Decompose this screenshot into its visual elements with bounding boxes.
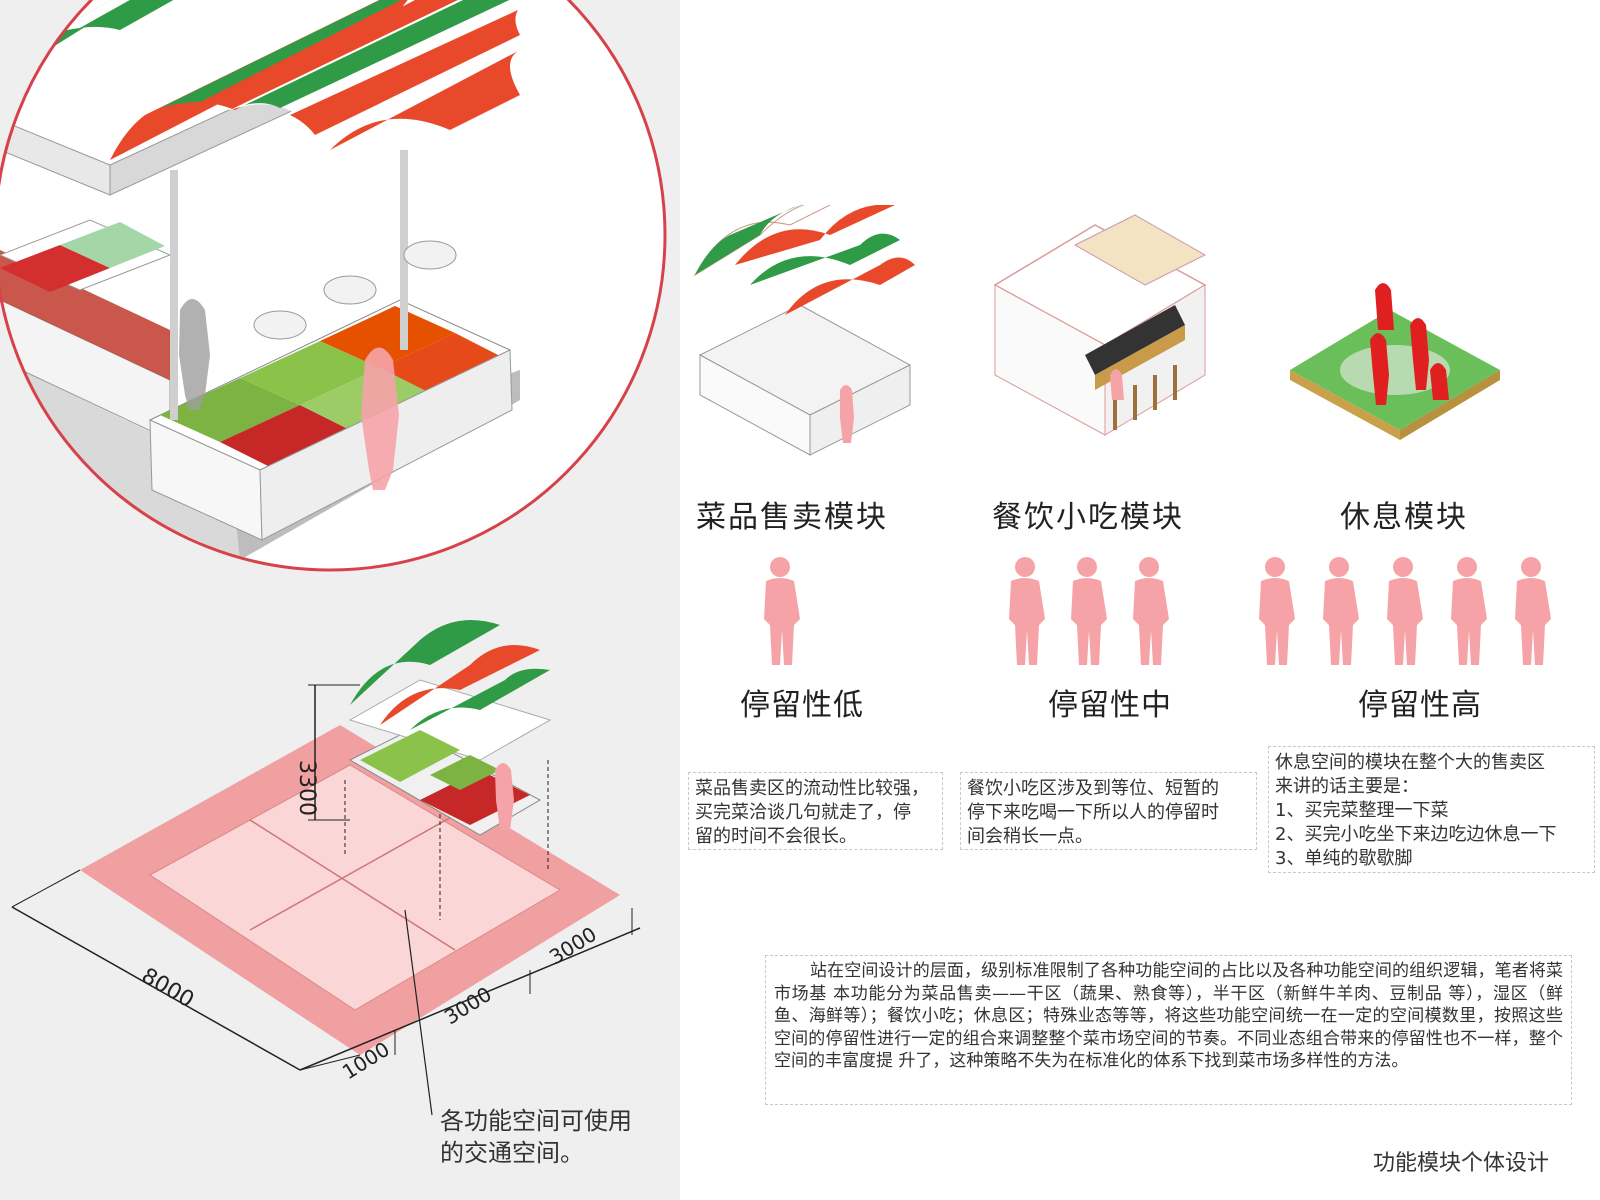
- desc-line: 停下来吃喝一下所以人的停留时: [967, 802, 1219, 823]
- snack-module-illustration: [993, 214, 1207, 436]
- desc-line: 来讲的话主要是：: [1275, 776, 1419, 797]
- summary-paragraph: 站在空间设计的层面，级别标准限制了各种功能空间的占比以及各种功能空间的组织逻辑，…: [765, 955, 1572, 1105]
- traffic-space-note: 各功能空间可使用 的交通空间。: [440, 1105, 632, 1169]
- desc-line: 1、买完菜整理一下菜: [1275, 800, 1449, 821]
- person-icon: [1515, 557, 1551, 665]
- figure-caption: 功能模块个体设计: [1373, 1151, 1550, 1176]
- desc-rest: 休息空间的模块在整个大的售卖区 来讲的话主要是： 1、买完菜整理一下菜 2、买完…: [1268, 746, 1595, 873]
- people-row-low: [764, 557, 800, 665]
- desc-line: 3、单纯的歇歇脚: [1275, 848, 1413, 869]
- dim-total: 8000: [137, 964, 198, 1014]
- person-icon: [1259, 557, 1295, 665]
- desc-line: 间会稍长一点。: [967, 826, 1093, 847]
- module-title-rest: 休息模块: [1340, 500, 1468, 535]
- stall-closeup-illustration: [0, 0, 667, 572]
- desc-line: 休息空间的模块在整个大的售卖区: [1275, 752, 1545, 773]
- person-icon: [1451, 557, 1487, 665]
- rest-module-illustration: [1290, 283, 1500, 440]
- left-panel: 3300 8000 1000 3000 3000 各功能空间可使用 的交通空间。: [0, 0, 680, 1200]
- desc-line: 菜品售卖区的流动性比较强，: [695, 778, 929, 799]
- people-row-medium: [1009, 557, 1169, 665]
- desc-line: 餐饮小吃区涉及到等位、短暂的: [967, 778, 1219, 799]
- dim-height: 3300: [294, 760, 319, 816]
- person-icon: [1323, 557, 1359, 665]
- desc-line: 买完菜洽谈几句就走了，停: [695, 802, 911, 823]
- floor-grid-diagram: 3300 8000 1000 3000 3000: [11, 620, 641, 1116]
- person-icon: [1133, 557, 1169, 665]
- person-icon: [764, 557, 800, 665]
- desc-line: 留的时间不会很长。: [695, 826, 857, 847]
- module-title-vegetable: 菜品售卖模块: [696, 500, 888, 535]
- person-icon: [1071, 557, 1107, 665]
- people-row-high: [1259, 557, 1551, 665]
- stay-level-medium: 停留性中: [1048, 688, 1172, 723]
- traffic-note-line: 各功能空间可使用: [440, 1107, 632, 1135]
- stay-level-high: 停留性高: [1358, 688, 1482, 723]
- person-icon: [1009, 557, 1045, 665]
- traffic-note-line: 的交通空间。: [440, 1139, 584, 1167]
- vegetable-module-illustration: [693, 205, 915, 456]
- module-title-snack: 餐饮小吃模块: [992, 500, 1184, 535]
- person-icon: [1387, 557, 1423, 665]
- stay-level-low: 停留性低: [740, 688, 864, 723]
- desc-vegetable: 菜品售卖区的流动性比较强， 买完菜洽谈几句就走了，停 留的时间不会很长。: [688, 772, 943, 850]
- desc-line: 2、买完小吃坐下来边吃边休息一下: [1275, 824, 1557, 845]
- desc-snack: 餐饮小吃区涉及到等位、短暂的 停下来吃喝一下所以人的停留时 间会稍长一点。: [960, 772, 1257, 850]
